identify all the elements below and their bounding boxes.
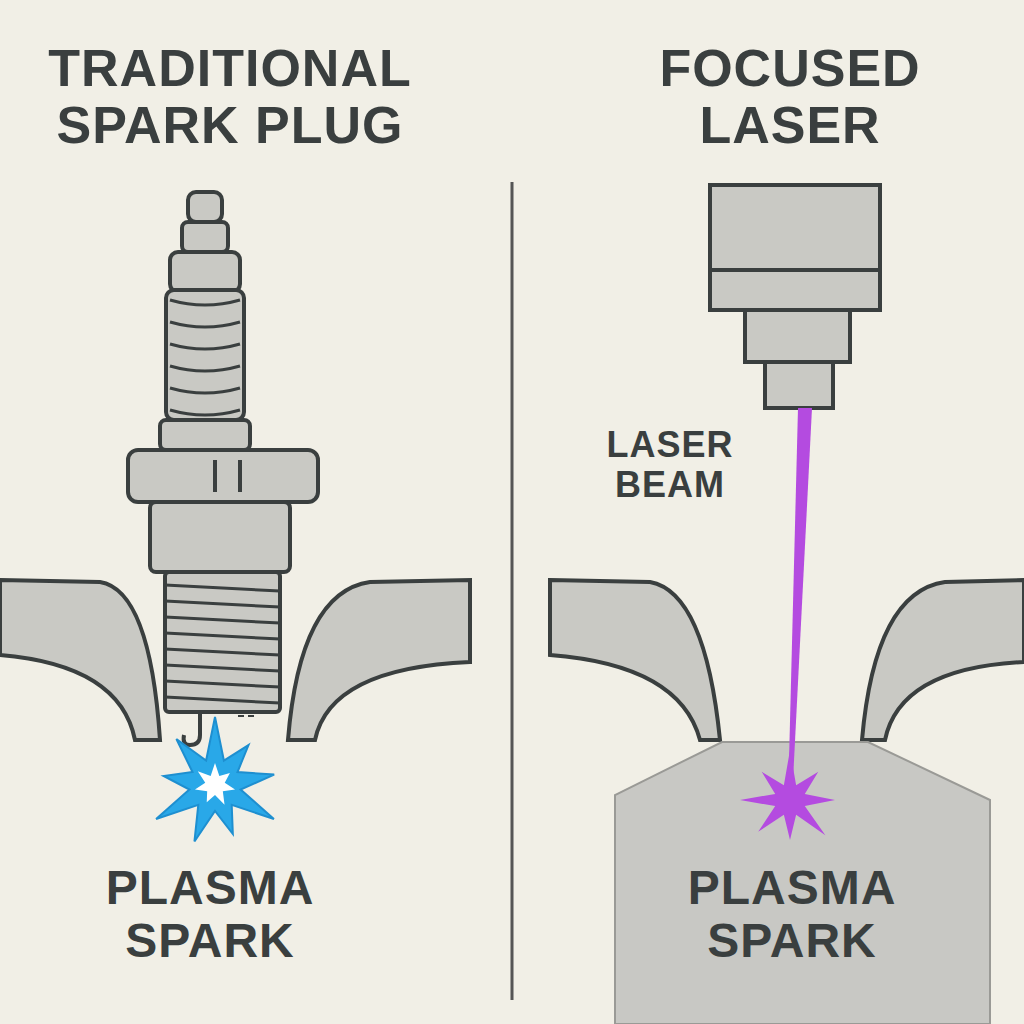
- spark-label: PLASMA SPARK: [622, 862, 962, 968]
- spark-plug: [128, 192, 318, 745]
- combustion-chamber: [615, 742, 990, 1024]
- spark-burst: [156, 717, 274, 841]
- panel-heading: TRADITIONAL SPARK PLUG: [10, 40, 450, 154]
- insulator-rib: [170, 366, 240, 371]
- cylinder-head: [550, 580, 720, 740]
- cylinder-head: [288, 580, 470, 740]
- insulator-rib: [170, 410, 240, 415]
- cylinder-head: [0, 580, 160, 740]
- insulator-rib: [170, 300, 240, 305]
- thread-line: [165, 697, 280, 703]
- cylinder-head: [862, 580, 1024, 740]
- thread-line: [165, 617, 280, 623]
- laser-plasma-burst: [740, 750, 835, 840]
- spark-core: [195, 763, 235, 805]
- thread-line: [165, 681, 280, 687]
- insulator-rib: [170, 388, 240, 393]
- laser-unit: [710, 185, 880, 408]
- spark-label: PLASMA SPARK: [40, 862, 380, 968]
- thread-line: [165, 649, 280, 655]
- beam-label: LASER BEAM: [575, 425, 765, 504]
- divider-line: [511, 182, 514, 1000]
- insulator-rib: [170, 344, 240, 349]
- thread-line: [165, 601, 280, 607]
- laser-beam: [788, 408, 812, 800]
- insulator-rib: [170, 322, 240, 327]
- thread-line: [165, 585, 280, 591]
- thread-line: [165, 665, 280, 671]
- thread-line: [165, 633, 280, 639]
- panel-heading: FOCUSED LASER: [570, 40, 1010, 154]
